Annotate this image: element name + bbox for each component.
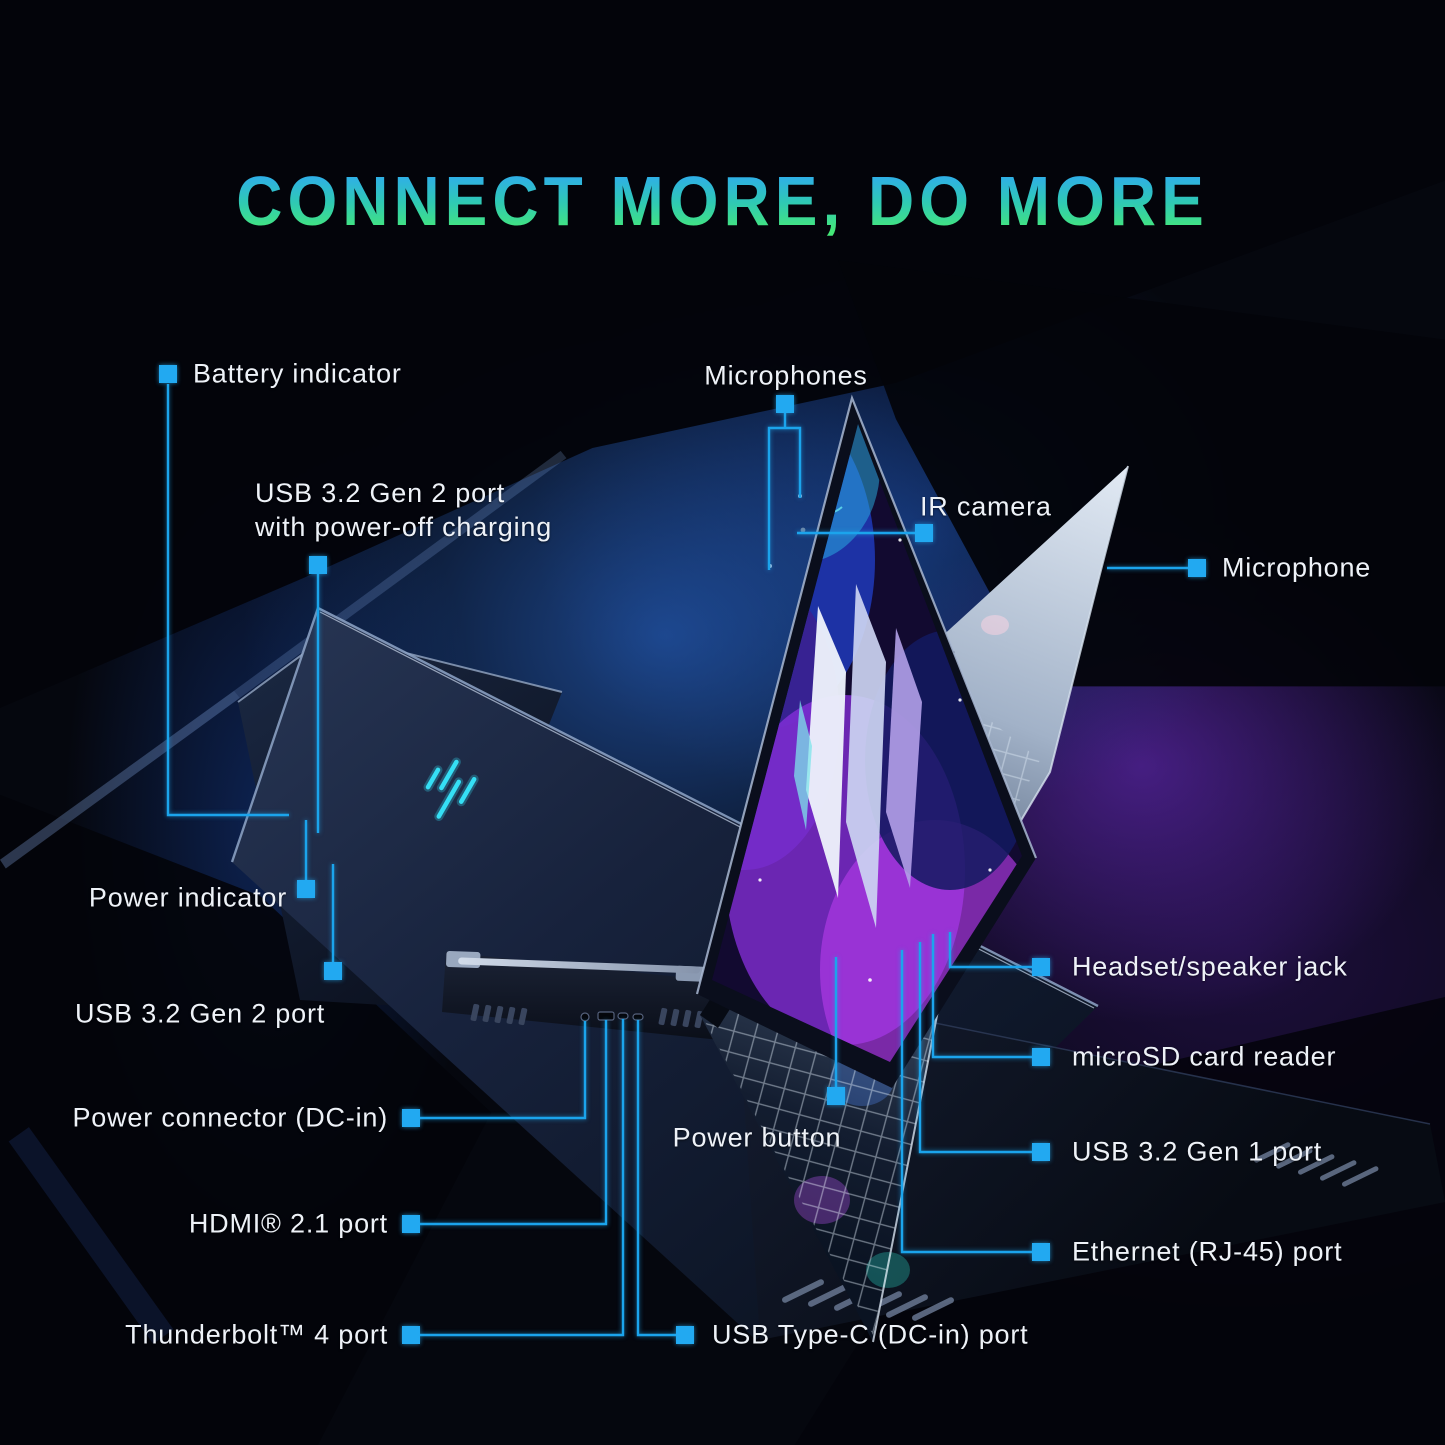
callout-line-thunderbolt — [420, 1019, 625, 1337]
label-line-1: USB 3.2 Gen 2 port — [255, 478, 506, 508]
predator-logo-artwork — [794, 584, 922, 928]
callout-line-usb1 — [918, 942, 1032, 1154]
callout-marker-ethernet — [1032, 1243, 1050, 1261]
callout-marker-usb-c — [676, 1326, 694, 1344]
label-usb32gen2: USB 3.2 Gen 2 port — [75, 998, 326, 1029]
hinge-bar — [446, 950, 707, 982]
front-vents — [782, 1142, 1379, 1321]
callout-line-power-connector — [420, 1021, 587, 1120]
callout-line-headset — [948, 932, 1032, 969]
callout-marker-ir-camera — [915, 524, 933, 542]
callout-marker-hdmi — [402, 1215, 420, 1233]
callout-marker-power-button — [827, 1087, 845, 1105]
label-power-connector: Power connector (DC-in) — [72, 1102, 388, 1133]
label-hdmi: HDMI® 2.1 port — [188, 1208, 388, 1239]
label-thunderbolt: Thunderbolt™ 4 port — [125, 1319, 388, 1350]
label-microphone: Microphone — [1222, 552, 1372, 583]
rear-ports — [580, 1011, 644, 1022]
label-usb32gen2-power-off-charging: USB 3.2 Gen 2 port with power-off chargi… — [255, 476, 552, 544]
callout-marker-usb1 — [1032, 1143, 1050, 1161]
callout-line-battery — [166, 384, 289, 817]
label-microsd-reader: microSD card reader — [1072, 1041, 1337, 1072]
callout-marker-headset — [1032, 958, 1050, 976]
callout-marker-power-connector — [402, 1109, 420, 1127]
label-ir-camera: IR camera — [920, 491, 1052, 522]
callout-marker-microphones — [776, 395, 794, 413]
callout-marker-usb2 — [324, 962, 342, 980]
callout-marker-microphone — [1188, 559, 1206, 577]
label-power-button: Power button — [672, 1122, 842, 1153]
callout-marker-microsd — [1032, 1048, 1050, 1066]
callout-marker-battery — [159, 365, 177, 383]
label-line-2: with power-off charging — [255, 512, 553, 542]
label-headset-jack: Headset/speaker jack — [1072, 951, 1348, 982]
label-battery-indicator: Battery indicator — [193, 358, 402, 389]
predator-logo-icon — [423, 757, 479, 821]
label-microphones: Microphones — [704, 360, 868, 391]
callout-line-microsd — [931, 934, 1032, 1059]
callout-line-ethernet — [900, 950, 1032, 1254]
page-title: CONNECT MORE, DO MORE — [236, 162, 1209, 240]
rear-vents — [470, 1003, 704, 1029]
label-ethernet: Ethernet (RJ-45) port — [1072, 1236, 1343, 1267]
callout-marker-usb2-charge — [309, 556, 327, 574]
callout-line-microphones — [767, 413, 802, 570]
label-power-indicator: Power indicator — [88, 882, 287, 913]
label-usb32gen1: USB 3.2 Gen 1 port — [1072, 1136, 1323, 1167]
label-usb-type-c: USB Type-C (DC-in) port — [712, 1319, 1029, 1350]
callout-line-usb-c — [636, 1020, 676, 1337]
callout-marker-power-indicator — [297, 880, 315, 898]
callout-line-hdmi — [420, 1020, 608, 1226]
callout-marker-thunderbolt — [402, 1326, 420, 1344]
